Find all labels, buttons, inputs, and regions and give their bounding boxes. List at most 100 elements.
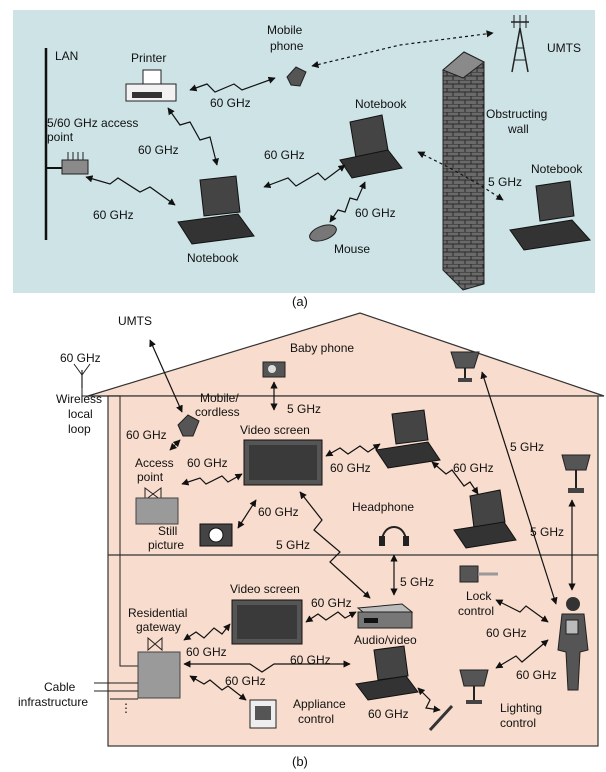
mobile-cordless-label-1: Mobile/ [200,391,239,405]
video-screen-top-label: Video screen [240,423,310,437]
person-icon [557,597,589,691]
lock-icon [459,565,498,583]
camera-icon [199,523,233,547]
link-screen2-av-label: 60 GHz [311,596,352,610]
mouse-icon [309,224,337,242]
antenna-icon [73,363,91,388]
wall-label-2: wall [507,122,529,136]
appliance-icon [249,699,277,729]
video-screen-bottom-label: Video screen [230,582,300,596]
lamp-lighting-icon [459,669,489,704]
pen-icon [428,704,454,732]
link-camera-label: 60 GHz [258,505,299,519]
link-gateway-appliance [189,675,247,701]
wll-label-1: Wireless [56,392,102,406]
link-gateway-screen-label: 60 GHz [186,645,227,659]
link-printer-phone-label: 60 GHz [210,96,251,110]
link-gateway-notebook-label: 60 GHz [290,653,331,667]
link-lamp-attic-person [480,371,558,605]
mobile-cordless-label-2: cordless [195,405,240,419]
link-screen-av-label: 5 GHz [276,538,310,552]
panel-b-caption: (b) [292,754,308,769]
link-ap-screen [181,473,243,486]
notebook-center-icon [339,114,403,179]
link-screen2-av [305,611,357,623]
appliance-label-2: control [298,712,334,726]
link-screen-av [299,491,371,599]
cable-label-1: Cable [44,680,76,694]
notebook-right-icon [509,180,591,251]
link-notebook-mouse-label: 60 GHz [355,206,396,220]
link-gateway-appliance-label: 60 GHz [225,674,266,688]
mouse-label: Mouse [334,242,370,256]
link-ap-notebook-label: 60 GHz [93,208,134,222]
link-notebook-mouse [329,181,366,223]
video-screen-bottom-icon [231,599,303,645]
video-screen-top-icon [243,439,323,486]
link-ap-notebook [85,175,176,206]
link-notebook-notebook-label: 60 GHz [453,461,494,475]
wall-label-1: Obstructing [486,107,547,121]
wll-label-3: loop [68,422,91,436]
gateway-label-2: gateway [136,620,181,634]
still-picture-label-1: Still [158,524,177,538]
link-gateway-screen [183,623,231,641]
wll-label-2: local [68,407,93,421]
headphone-icon [379,526,409,546]
antenna-freq-label: 60 GHz [60,351,101,365]
link-notebook-pen [417,687,441,713]
link-printer-notebook [167,107,219,166]
link-printer-phone [189,76,276,93]
gateway-label-1: Residential [128,606,187,620]
link-ap-screen-label: 60 GHz [187,456,228,470]
link-camera-screen [237,499,257,529]
lamp-attic-icon [450,351,480,382]
lighting-label-1: Lighting [500,701,542,715]
audio-video-icon [356,603,414,629]
access-point-b-label-2: point [137,470,164,484]
link-screen-notebook [325,443,381,457]
link-mobile-ap [169,439,181,451]
umts-tower-icon [511,15,529,73]
baby-phone-label: Baby phone [290,341,354,355]
panel-a-caption: (a) [292,294,308,309]
lan-label: LAN [55,49,78,63]
umts-b-label: UMTS [118,314,152,328]
access-point-label-2: point [47,130,74,144]
obstructing-wall-icon [442,51,485,291]
still-picture-label-2: picture [148,538,184,552]
mobile-phone-icon [286,66,307,87]
notebook-bottom-label: Notebook [187,251,239,265]
link-gateway-notebook [183,660,351,673]
link-lock-label: 60 GHz [486,626,527,640]
lock-label-2: control [458,604,494,618]
link-wall-label: 5 GHz [488,175,522,189]
link-lock-person [495,599,549,623]
cable-ellipsis: ⋮ [120,701,132,715]
link-notebook-notebook-label: 60 GHz [264,148,305,162]
printer-label: Printer [131,51,166,65]
link-notebook-notebook [431,461,479,495]
appliance-label-1: Appliance [293,697,346,711]
link-printer-notebook-label: 60 GHz [138,143,179,157]
access-point-b-icon [135,487,179,525]
link-screen-notebook-label: 60 GHz [330,461,371,475]
link-lighting-label: 60 GHz [516,668,557,682]
notebook-center-label: Notebook [355,97,407,111]
headphone-label: Headphone [352,500,414,514]
link-baby-phone-label: 5 GHz [287,402,321,416]
wll-cable [81,388,138,667]
cable-label-2: infrastructure [18,695,88,709]
link-phone-umts [311,30,494,68]
access-point-icon [61,152,89,175]
access-point-label-1: 5/60 GHz access [47,116,138,130]
cable-lines [94,682,138,700]
link-notebook-pen-label: 60 GHz [368,707,409,721]
audio-video-label: Audio/video [354,633,417,647]
link-notebook-notebook [263,164,346,189]
notebook-right-label: Notebook [531,162,583,176]
panel-a-background [13,10,595,293]
lamp-right-icon [561,454,591,493]
